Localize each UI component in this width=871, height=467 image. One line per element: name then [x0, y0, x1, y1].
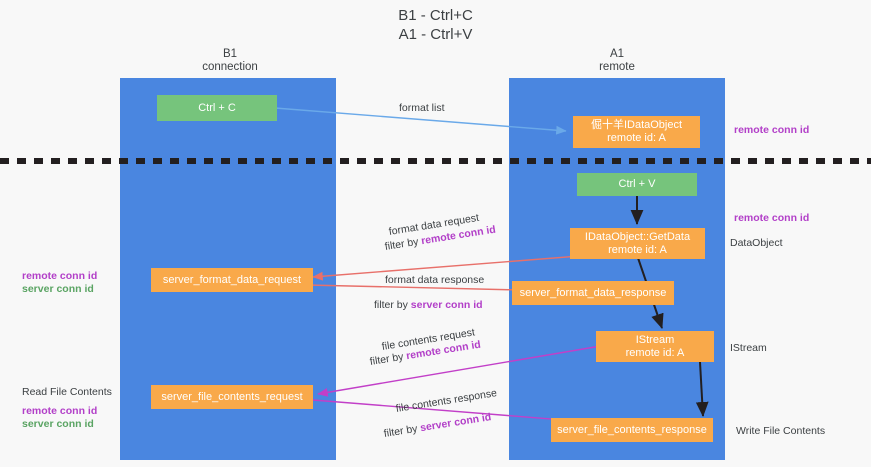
annotation-left-remote-conn-id: remote conn id: [22, 270, 98, 282]
edge-label-format-list: format list: [399, 102, 445, 114]
annotation-right-dataobject: DataObject: [730, 237, 783, 249]
annotation-left-read-file-contents: Read File Contents: [22, 386, 112, 398]
edge-label-format-data-response-filter: filter by server conn id: [374, 299, 483, 312]
node-server-file-contents-response[interactable]: server_file_contents_response: [551, 418, 713, 442]
filter-key: server conn id: [410, 299, 483, 311]
edge-label-format-data-response: format data response: [385, 274, 485, 286]
annotation-right-remote-conn-id-mid: remote conn id: [734, 212, 810, 224]
filter-key: server conn id: [419, 411, 493, 435]
filter-prefix: filter by: [368, 350, 408, 368]
annotation-right-remote-conn-id-top: remote conn id: [734, 124, 810, 136]
annotation-right-write-file-contents: Write File Contents: [736, 425, 826, 437]
filter-prefix: filter by: [374, 299, 411, 311]
annotation-right-istream: IStream: [730, 342, 767, 354]
annotation-left-remote-conn-id-2: remote conn id: [22, 405, 98, 417]
node-server-file-contents-request[interactable]: server_file_contents_request: [151, 385, 313, 409]
node-ctrl-v[interactable]: Ctrl + V: [577, 173, 697, 196]
filter-prefix: filter by: [382, 422, 422, 440]
column-header-b1: B1 connection: [202, 48, 258, 73]
page-title: B1 - Ctrl+C A1 - Ctrl+V: [398, 7, 473, 43]
node-server-format-data-request[interactable]: server_format_data_request: [151, 268, 313, 292]
edge-label-file-contents-response-filter: filter by server conn id: [383, 411, 492, 441]
node-ctrl-c[interactable]: Ctrl + C: [157, 95, 277, 121]
node-server-format-data-response[interactable]: server_format_data_response: [512, 281, 674, 305]
node-idataobject-getdata[interactable]: IDataObject::GetData remote id: A: [570, 228, 705, 259]
section-divider: [0, 158, 871, 164]
column-header-a1: A1 remote: [599, 48, 635, 73]
annotation-left-server-conn-id-2: server conn id: [22, 418, 94, 430]
node-istream[interactable]: IStream remote id: A: [596, 331, 714, 362]
annotation-left-server-conn-id: server conn id: [22, 283, 94, 295]
node-idataobject-remote[interactable]: 倔⼗⽺IDataObject remote id: A: [573, 116, 700, 148]
